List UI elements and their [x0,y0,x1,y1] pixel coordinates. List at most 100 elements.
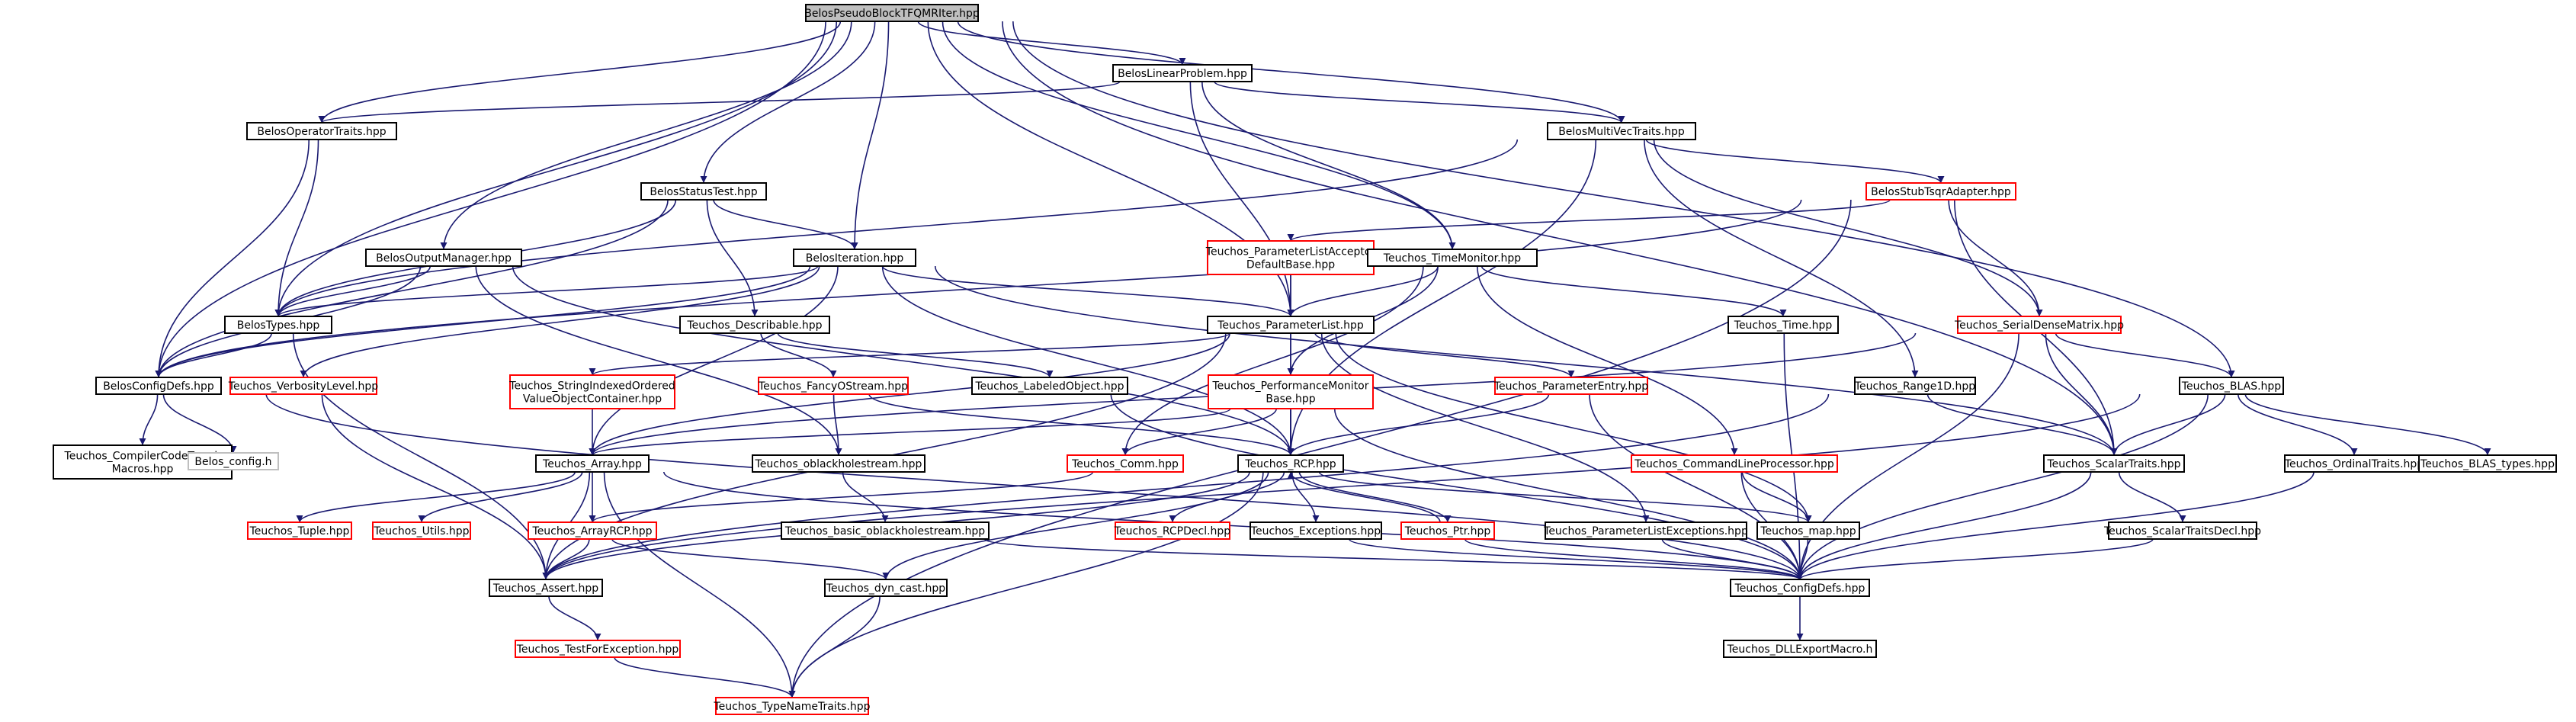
node-t-lo[interactable]: Teuchos_LabeledObject.hpp [971,377,1128,395]
edge-t_desc-to-t_lo [777,332,1054,378]
node-t-tnt[interactable]: Teuchos_TypeNameTraits.hpp [713,697,871,715]
node-belos-types[interactable]: BelosTypes.hpp [224,316,332,334]
node-label: Base.hpp [1266,393,1315,406]
edge-belos_iter-to-t_st [934,265,2118,456]
node-root[interactable]: BelosPseudoBlockTFQMRIter.hpp [804,4,980,22]
node-belos-lp[interactable]: BelosLinearProblem.hpp [1112,64,1253,82]
edge-belos_mvt-to-belos_types [274,139,1519,317]
edge-t_ptr-to-t_cfg [1464,538,1804,580]
node-t-utils[interactable]: Teuchos_Utils.hpp [372,521,471,540]
node-t-desc[interactable]: Teuchos_Describable.hpp [679,316,830,334]
node-belos-cfg[interactable]: BelosConfigDefs.hpp [95,377,222,395]
node-belos-mvt[interactable]: BelosMultiVecTraits.hpp [1547,122,1696,140]
node-box [528,521,657,540]
edge-root-to-t_tm [942,21,1456,250]
node-label: Teuchos_OrdinalTraits.hpp [2284,458,2424,470]
node-label: Teuchos_ArrayRCP.hpp [532,525,653,537]
edge-root-to-belos_lp [917,21,1186,66]
node-label: Teuchos_CommandLineProcessor.hpp [1634,458,1834,470]
edge-belos_lp-to-t_tm [1201,81,1456,250]
edge-t_vl-to-t_assert [321,393,550,580]
edge-belos_om-to-t_rcp [512,265,1294,456]
node-label: Teuchos_ParameterListExceptions.hpp [1543,525,1748,537]
edge-t_lo-to-t_cfg [1110,393,1804,580]
node-t-obs[interactable]: Teuchos_oblackholestream.hpp [752,454,925,473]
node-t-exc[interactable]: Teuchos_Exceptions.hpp [1250,521,1382,540]
node-box [793,249,916,267]
edge-root-to-belos_om [440,21,852,250]
node-label: Teuchos_DLLExportMacro.h [1727,643,1873,656]
node-t-rcp[interactable]: Teuchos_RCP.hpp [1237,454,1344,473]
node-t-plaodb[interactable]: Teuchos_ParameterListAcceptorDefaultBase… [1205,240,1376,275]
node-t-tfe[interactable]: Teuchos_TestForException.hpp [515,640,681,658]
node-box [188,452,279,470]
node-t-assert[interactable]: Teuchos_Assert.hpp [489,579,603,597]
node-t-array[interactable]: Teuchos_Array.hpp [535,454,650,473]
node-label: Teuchos_TestForException.hpp [516,643,679,656]
node-t-ptr[interactable]: Teuchos_Ptr.hpp [1400,521,1495,540]
node-t-ot[interactable]: Teuchos_OrdinalTraits.hpp [2284,454,2424,473]
node-belos-om[interactable]: BelosOutputManager.hpp [365,249,522,267]
node-t-blast[interactable]: Teuchos_BLAS_types.hpp [2418,454,2557,473]
node-t-cfg[interactable]: Teuchos_ConfigDefs.hpp [1730,579,1870,597]
node-label: BelosStubTsqrAdapter.hpp [1871,186,2011,198]
node-t-plexc[interactable]: Teuchos_ParameterListExceptions.hpp [1543,521,1748,540]
node-label: BelosIteration.hpp [806,252,904,265]
node-t-clp[interactable]: Teuchos_CommandLineProcessor.hpp [1631,454,1838,473]
node-box [365,249,522,267]
node-t-dll[interactable]: Teuchos_DLLExportMacro.h [1723,640,1877,658]
node-t-st[interactable]: Teuchos_ScalarTraits.hpp [2043,454,2185,473]
node-label: Teuchos_ParameterList.hpp [1217,319,1364,332]
edge-root-to-belos_types [274,21,838,317]
edge-t_pl-to-t_pe [1314,332,1575,378]
node-t-pe[interactable]: Teuchos_ParameterEntry.hpp [1493,377,1648,395]
node-belos-iter[interactable]: BelosIteration.hpp [793,249,916,267]
node-t-blas[interactable]: Teuchos_BLAS.hpp [2179,377,2284,395]
node-label: BelosConfigDefs.hpp [103,380,214,393]
node-t-pl[interactable]: Teuchos_ParameterList.hpp [1207,316,1375,334]
node-box [509,374,675,409]
node-belos-config[interactable]: Belos_config.h [188,452,279,470]
edge-t_bobs-to-t_cfg [983,538,1804,580]
edge-t_pmb-to-t_cfg [1333,408,1804,580]
edge-t_array-to-t_utils [418,471,583,523]
node-box [1547,122,1696,140]
node-t-comm[interactable]: Teuchos_Comm.hpp [1067,454,1184,473]
node-box [2179,377,2284,395]
node-belos-stub[interactable]: BelosStubTsqrAdapter.hpp [1865,182,2016,201]
edge-root-to-belos_opt [318,21,842,124]
node-box [1115,521,1230,540]
edge-belos_opt-to-belos_types [274,139,319,317]
edge-t_sdm-to-t_st [2045,332,2118,456]
edge-t_arcp-to-t_dyn [611,538,890,580]
node-t-bobs[interactable]: Teuchos_basic_oblackholestream.hpp [781,521,990,540]
node-t-tm[interactable]: Teuchos_TimeMonitor.hpp [1367,249,1538,267]
edge-t_stdecl-to-t_cfg [1796,538,2154,580]
node-t-time[interactable]: Teuchos_Time.hpp [1727,316,1839,334]
node-t-dyn[interactable]: Teuchos_dyn_cast.hpp [824,579,948,597]
node-label: Teuchos_map.hpp [1760,525,1856,537]
node-t-fos[interactable]: Teuchos_FancyOStream.hpp [758,377,909,395]
node-belos-st[interactable]: BelosStatusTest.hpp [640,182,767,201]
node-label: Teuchos_Ptr.hpp [1404,525,1491,537]
node-t-stdecl[interactable]: Teuchos_ScalarTraitsDecl.hpp [2103,521,2261,540]
node-t-arcp[interactable]: Teuchos_ArrayRCP.hpp [528,521,657,540]
node-label: Teuchos_SerialDenseMatrix.hpp [1954,319,2124,332]
node-box [1367,249,1538,267]
node-t-vl[interactable]: Teuchos_VerbosityLevel.hpp [228,377,379,395]
edge-belos_stub-to-belos_cfg [155,199,1802,378]
node-t-sivovc[interactable]: Teuchos_StringIndexedOrderedValueObjectC… [508,374,675,409]
node-belos-opt[interactable]: BelosOperatorTraits.hpp [246,122,397,140]
node-t-r1d[interactable]: Teuchos_Range1D.hpp [1854,377,1976,395]
edge-belos_types-to-belos_cfg [155,332,273,378]
node-t-map[interactable]: Teuchos_map.hpp [1756,521,1860,540]
node-box [1723,640,1877,658]
node-t-tuple[interactable]: Teuchos_Tuple.hpp [247,521,352,540]
node-label: Teuchos_VerbosityLevel.hpp [228,380,379,393]
node-label: Teuchos_ParameterListAcceptor [1205,246,1376,258]
node-t-rcpdecl[interactable]: Teuchos_RCPDecl.hpp [1114,521,1231,540]
node-t-sdm[interactable]: Teuchos_SerialDenseMatrix.hpp [1954,316,2124,334]
edge-t_rcp-to-t_map [1318,471,1812,523]
edge-belos_stub-to-t_sdm [1948,199,2043,317]
